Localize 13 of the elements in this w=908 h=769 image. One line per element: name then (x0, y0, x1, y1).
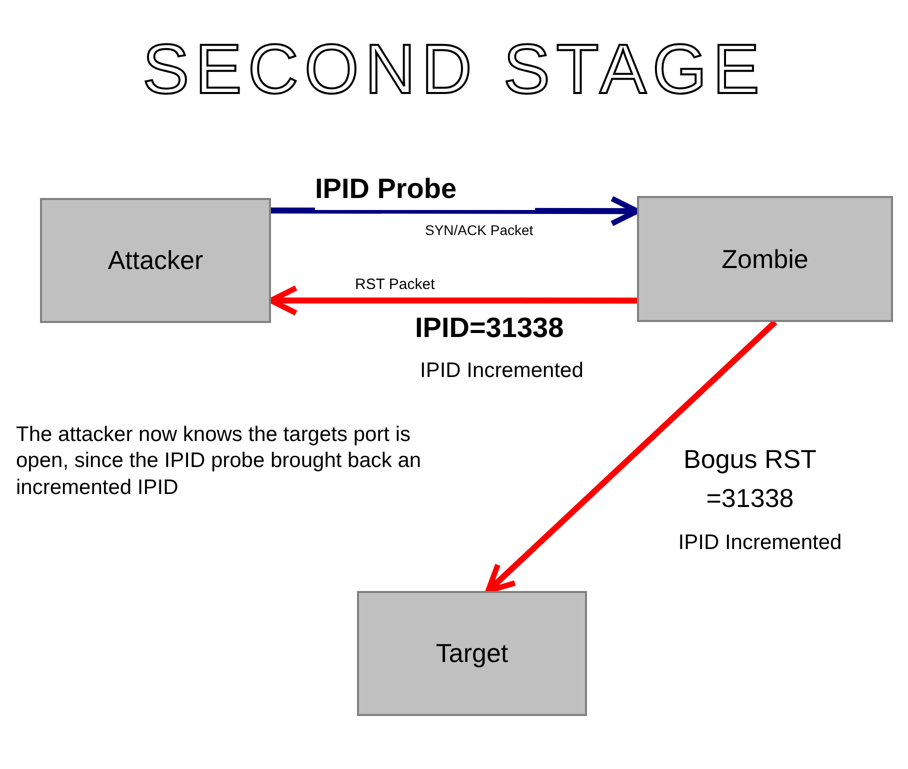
node-label: Target (436, 638, 508, 669)
annotation: IPID=31338 (415, 311, 565, 345)
process-box (40, 198, 271, 323)
node-label: Attacker (108, 245, 204, 276)
arrow (485, 320, 778, 594)
annotation: SYN/ACK Packet (425, 222, 534, 240)
annotation: IPID Incremented (420, 358, 584, 384)
process-box (357, 591, 587, 716)
note-text: The attacker now knows the targets port is open, since the IPID probe brought back an incremented IPID (16, 422, 422, 500)
process-box (637, 196, 893, 322)
title: SECOND STAGE (141, 29, 766, 110)
annotation: IPID Incremented (677, 530, 843, 556)
node-label: Zombie (722, 244, 808, 274)
